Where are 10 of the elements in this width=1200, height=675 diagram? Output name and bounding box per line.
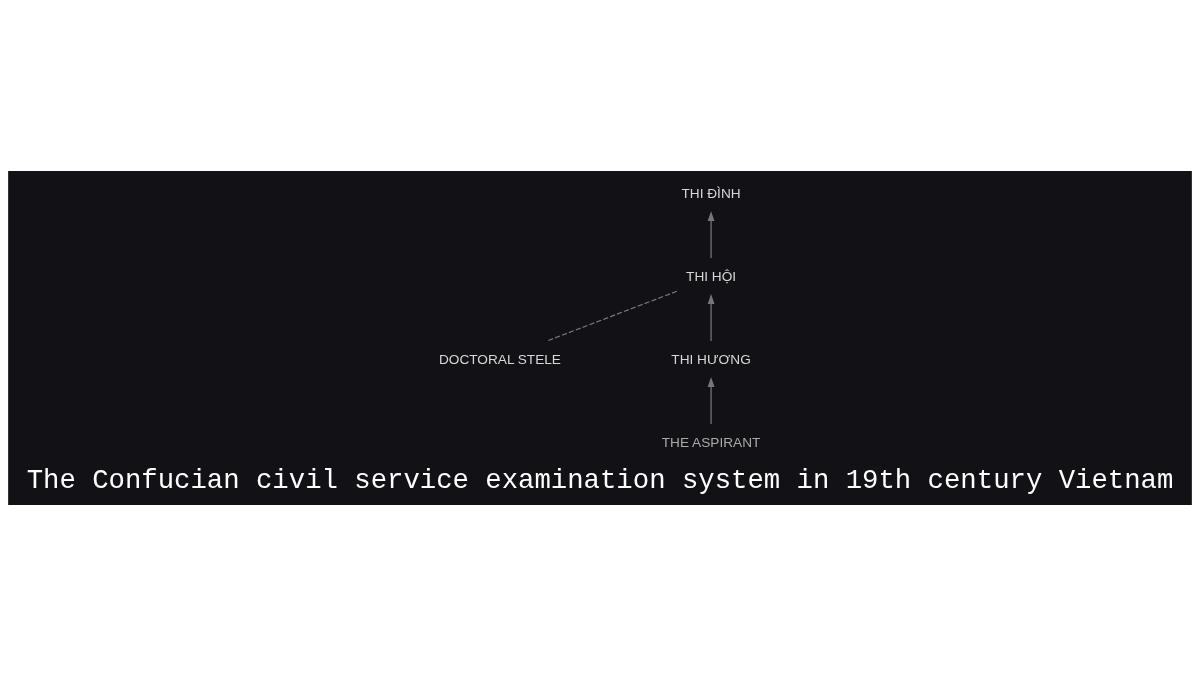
node-text: THI HƯƠNG [671,351,751,367]
arrow [707,210,715,259]
connector [546,290,678,342]
arrow [707,293,715,342]
node-text: THI ĐÌNH [681,185,741,201]
node-text: DOCTORAL STELE [438,351,561,367]
node-text: THE ASPIRANT [661,434,761,450]
arrow [707,376,715,425]
node-text: THI HỘI [686,268,737,284]
diagram-title: The Confucian civil service examination system in 19th century Vietnam [26,464,1174,496]
